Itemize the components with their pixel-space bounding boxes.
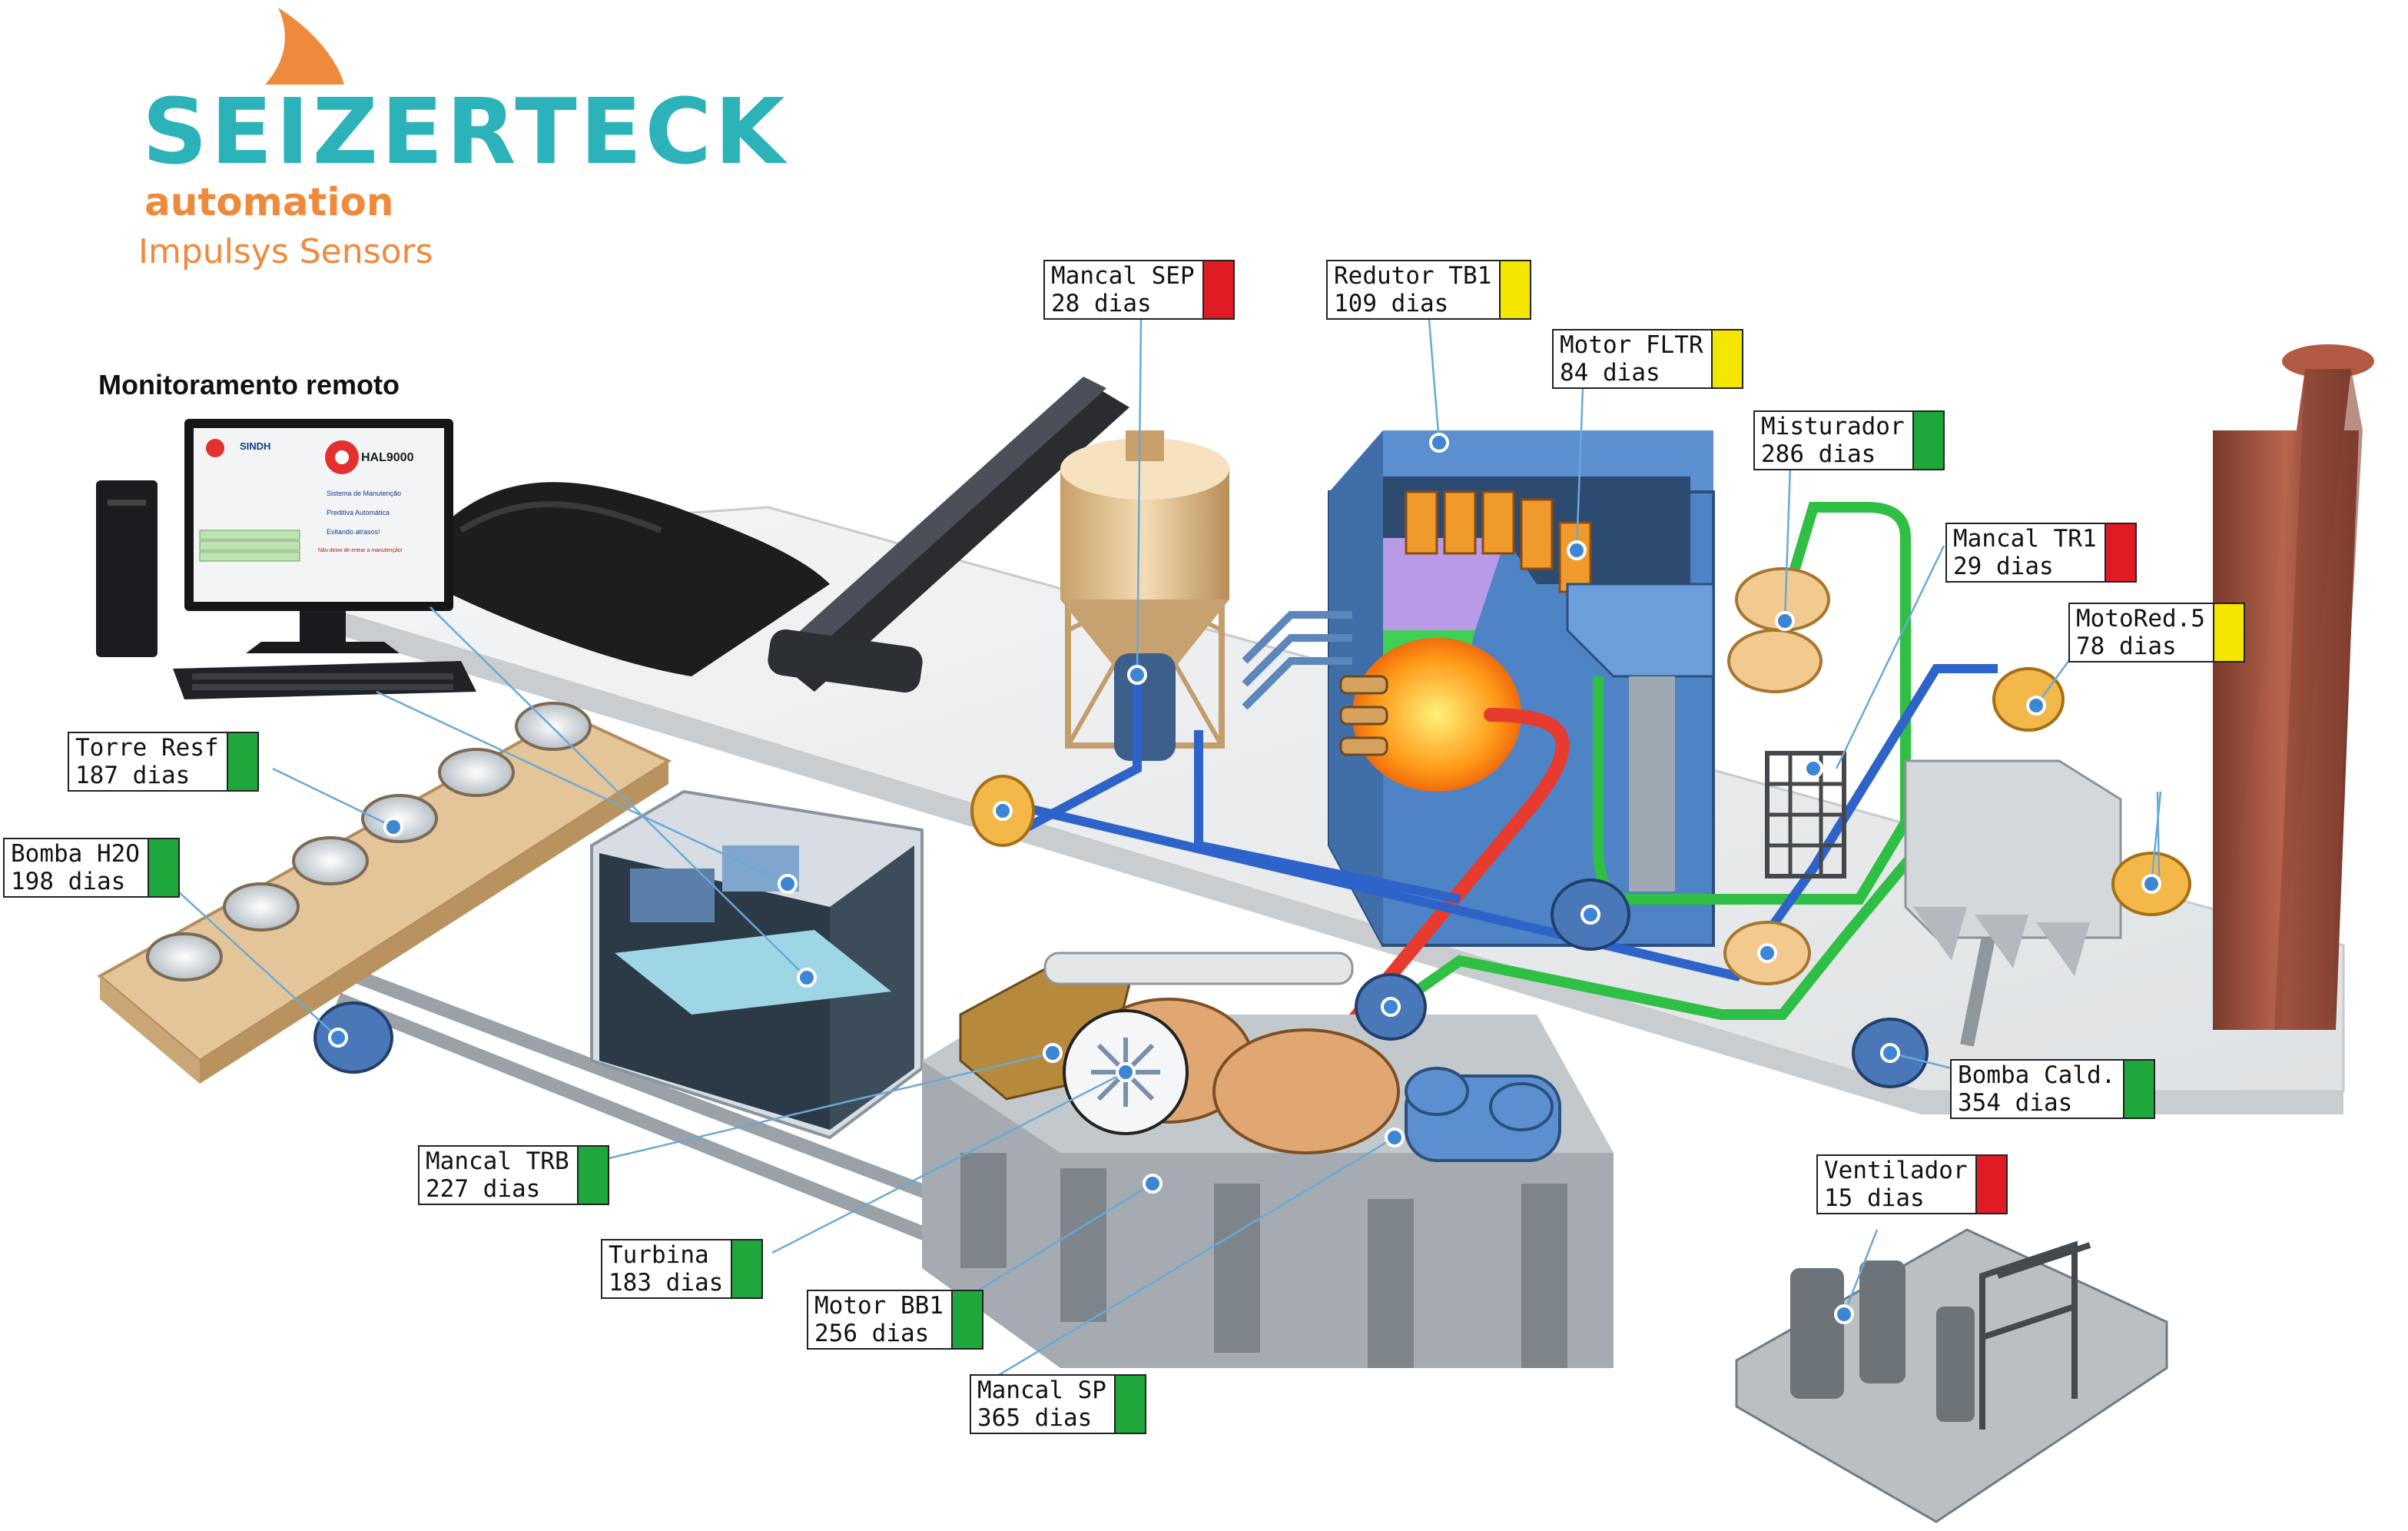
sensor-days: 84 dias bbox=[1560, 359, 1660, 387]
sensor-days: 198 dias bbox=[11, 868, 126, 895]
sensor-name: Misturador bbox=[1761, 413, 1905, 440]
sensor-days: 78 dias bbox=[2076, 633, 2177, 660]
sensor-tag-mancal-tr1[interactable]: Mancal TR1 29 dias bbox=[1945, 523, 2137, 583]
sensor-days: 227 dias bbox=[426, 1175, 541, 1203]
sensor-tag-motor-bb1[interactable]: Motor BB1 256 dias bbox=[807, 1290, 983, 1350]
status-indicator bbox=[2123, 1061, 2154, 1118]
sensor-days: 183 dias bbox=[609, 1269, 724, 1297]
logo-fin-icon bbox=[265, 8, 344, 85]
status-indicator bbox=[576, 1147, 608, 1204]
status-indicator bbox=[1113, 1376, 1145, 1433]
screen-line-3: Evitando atrasos! bbox=[327, 528, 380, 536]
sensor-name: Mancal SP bbox=[977, 1377, 1106, 1404]
sensor-name: Motor BB1 bbox=[814, 1292, 944, 1320]
sensor-tag-misturador[interactable]: Misturador 286 dias bbox=[1753, 410, 1945, 470]
sensor-name: Bomba Cald. bbox=[1958, 1061, 2116, 1089]
status-indicator bbox=[1975, 1156, 2006, 1213]
sensor-tag-bomba-cald[interactable]: Bomba Cald. 354 dias bbox=[1950, 1059, 2156, 1119]
sensor-name: Bomba H2O bbox=[11, 840, 140, 868]
sensor-days: 15 dias bbox=[1824, 1184, 1925, 1212]
sensor-tag-redutor-tb1[interactable]: Redutor TB1 109 dias bbox=[1326, 260, 1532, 320]
sensor-name: MotoRed.5 bbox=[2076, 605, 2205, 633]
status-indicator bbox=[1912, 412, 1943, 469]
screen-header: SINDH bbox=[240, 440, 270, 452]
sensor-tag-torre-resf[interactable]: Torre Resf 187 dias bbox=[68, 732, 259, 792]
sensor-tag-mancal-sep[interactable]: Mancal SEP 28 dias bbox=[1043, 260, 1235, 320]
sensor-days: 354 dias bbox=[1958, 1089, 2073, 1117]
sensor-tag-mancal-trb[interactable]: Mancal TRB 227 dias bbox=[418, 1145, 609, 1205]
screen-line-4: Não deixe de entrar a manutenção! bbox=[318, 548, 403, 553]
screen-line-2: Preditiva Automática bbox=[327, 509, 390, 516]
sensor-tag-turbina[interactable]: Turbina 183 dias bbox=[601, 1239, 764, 1299]
sensor-days: 28 dias bbox=[1051, 290, 1152, 317]
status-indicator bbox=[147, 839, 178, 896]
status-indicator bbox=[2212, 604, 2244, 661]
brand-name: SEIZERTECK bbox=[142, 78, 788, 184]
status-indicator bbox=[1710, 330, 1742, 387]
status-indicator bbox=[1202, 261, 1233, 318]
status-indicator bbox=[2104, 524, 2135, 581]
brand-tagline: Impulsys Sensors bbox=[138, 232, 433, 271]
sensor-name: Redutor TB1 bbox=[1334, 262, 1492, 290]
sensor-name: Mancal SEP bbox=[1051, 262, 1195, 290]
sensor-days: 187 dias bbox=[75, 762, 191, 789]
sensor-name: Torre Resf bbox=[75, 734, 219, 762]
brand-subtitle: automation bbox=[144, 180, 394, 224]
sensor-tag-ventilador[interactable]: Ventilador 15 dias bbox=[1816, 1154, 2008, 1214]
sensor-name: Mancal TR1 bbox=[1953, 525, 2097, 553]
sensor-name: Motor FLTR bbox=[1560, 331, 1703, 359]
sensor-tag-bomba-h2o[interactable]: Bomba H2O 198 dias bbox=[3, 838, 180, 898]
sensor-name: Turbina bbox=[609, 1241, 709, 1269]
sensor-name: Ventilador bbox=[1824, 1157, 1968, 1184]
sensor-days: 286 dias bbox=[1761, 440, 1876, 468]
status-indicator bbox=[226, 733, 257, 790]
screen-logo: HAL9000 bbox=[361, 451, 414, 464]
status-indicator bbox=[1499, 261, 1531, 318]
status-indicator bbox=[950, 1291, 982, 1348]
sensor-days: 256 dias bbox=[814, 1320, 930, 1347]
status-indicator bbox=[731, 1240, 762, 1297]
sensor-name: Mancal TRB bbox=[426, 1147, 569, 1175]
sensor-days: 109 dias bbox=[1334, 290, 1449, 317]
sensor-days: 29 dias bbox=[1953, 553, 2054, 580]
sensor-days: 365 dias bbox=[977, 1404, 1093, 1432]
remote-monitoring-title: Monitoramento remoto bbox=[98, 369, 400, 400]
sensor-tag-motor-fltr[interactable]: Motor FLTR 84 dias bbox=[1552, 329, 1743, 389]
screen-line-1: Sistema de Manutenção bbox=[327, 490, 401, 497]
sensor-tag-motored5[interactable]: MotoRed.5 78 dias bbox=[2068, 603, 2245, 663]
sensor-tag-mancal-sp[interactable]: Mancal SP 365 dias bbox=[970, 1374, 1146, 1434]
